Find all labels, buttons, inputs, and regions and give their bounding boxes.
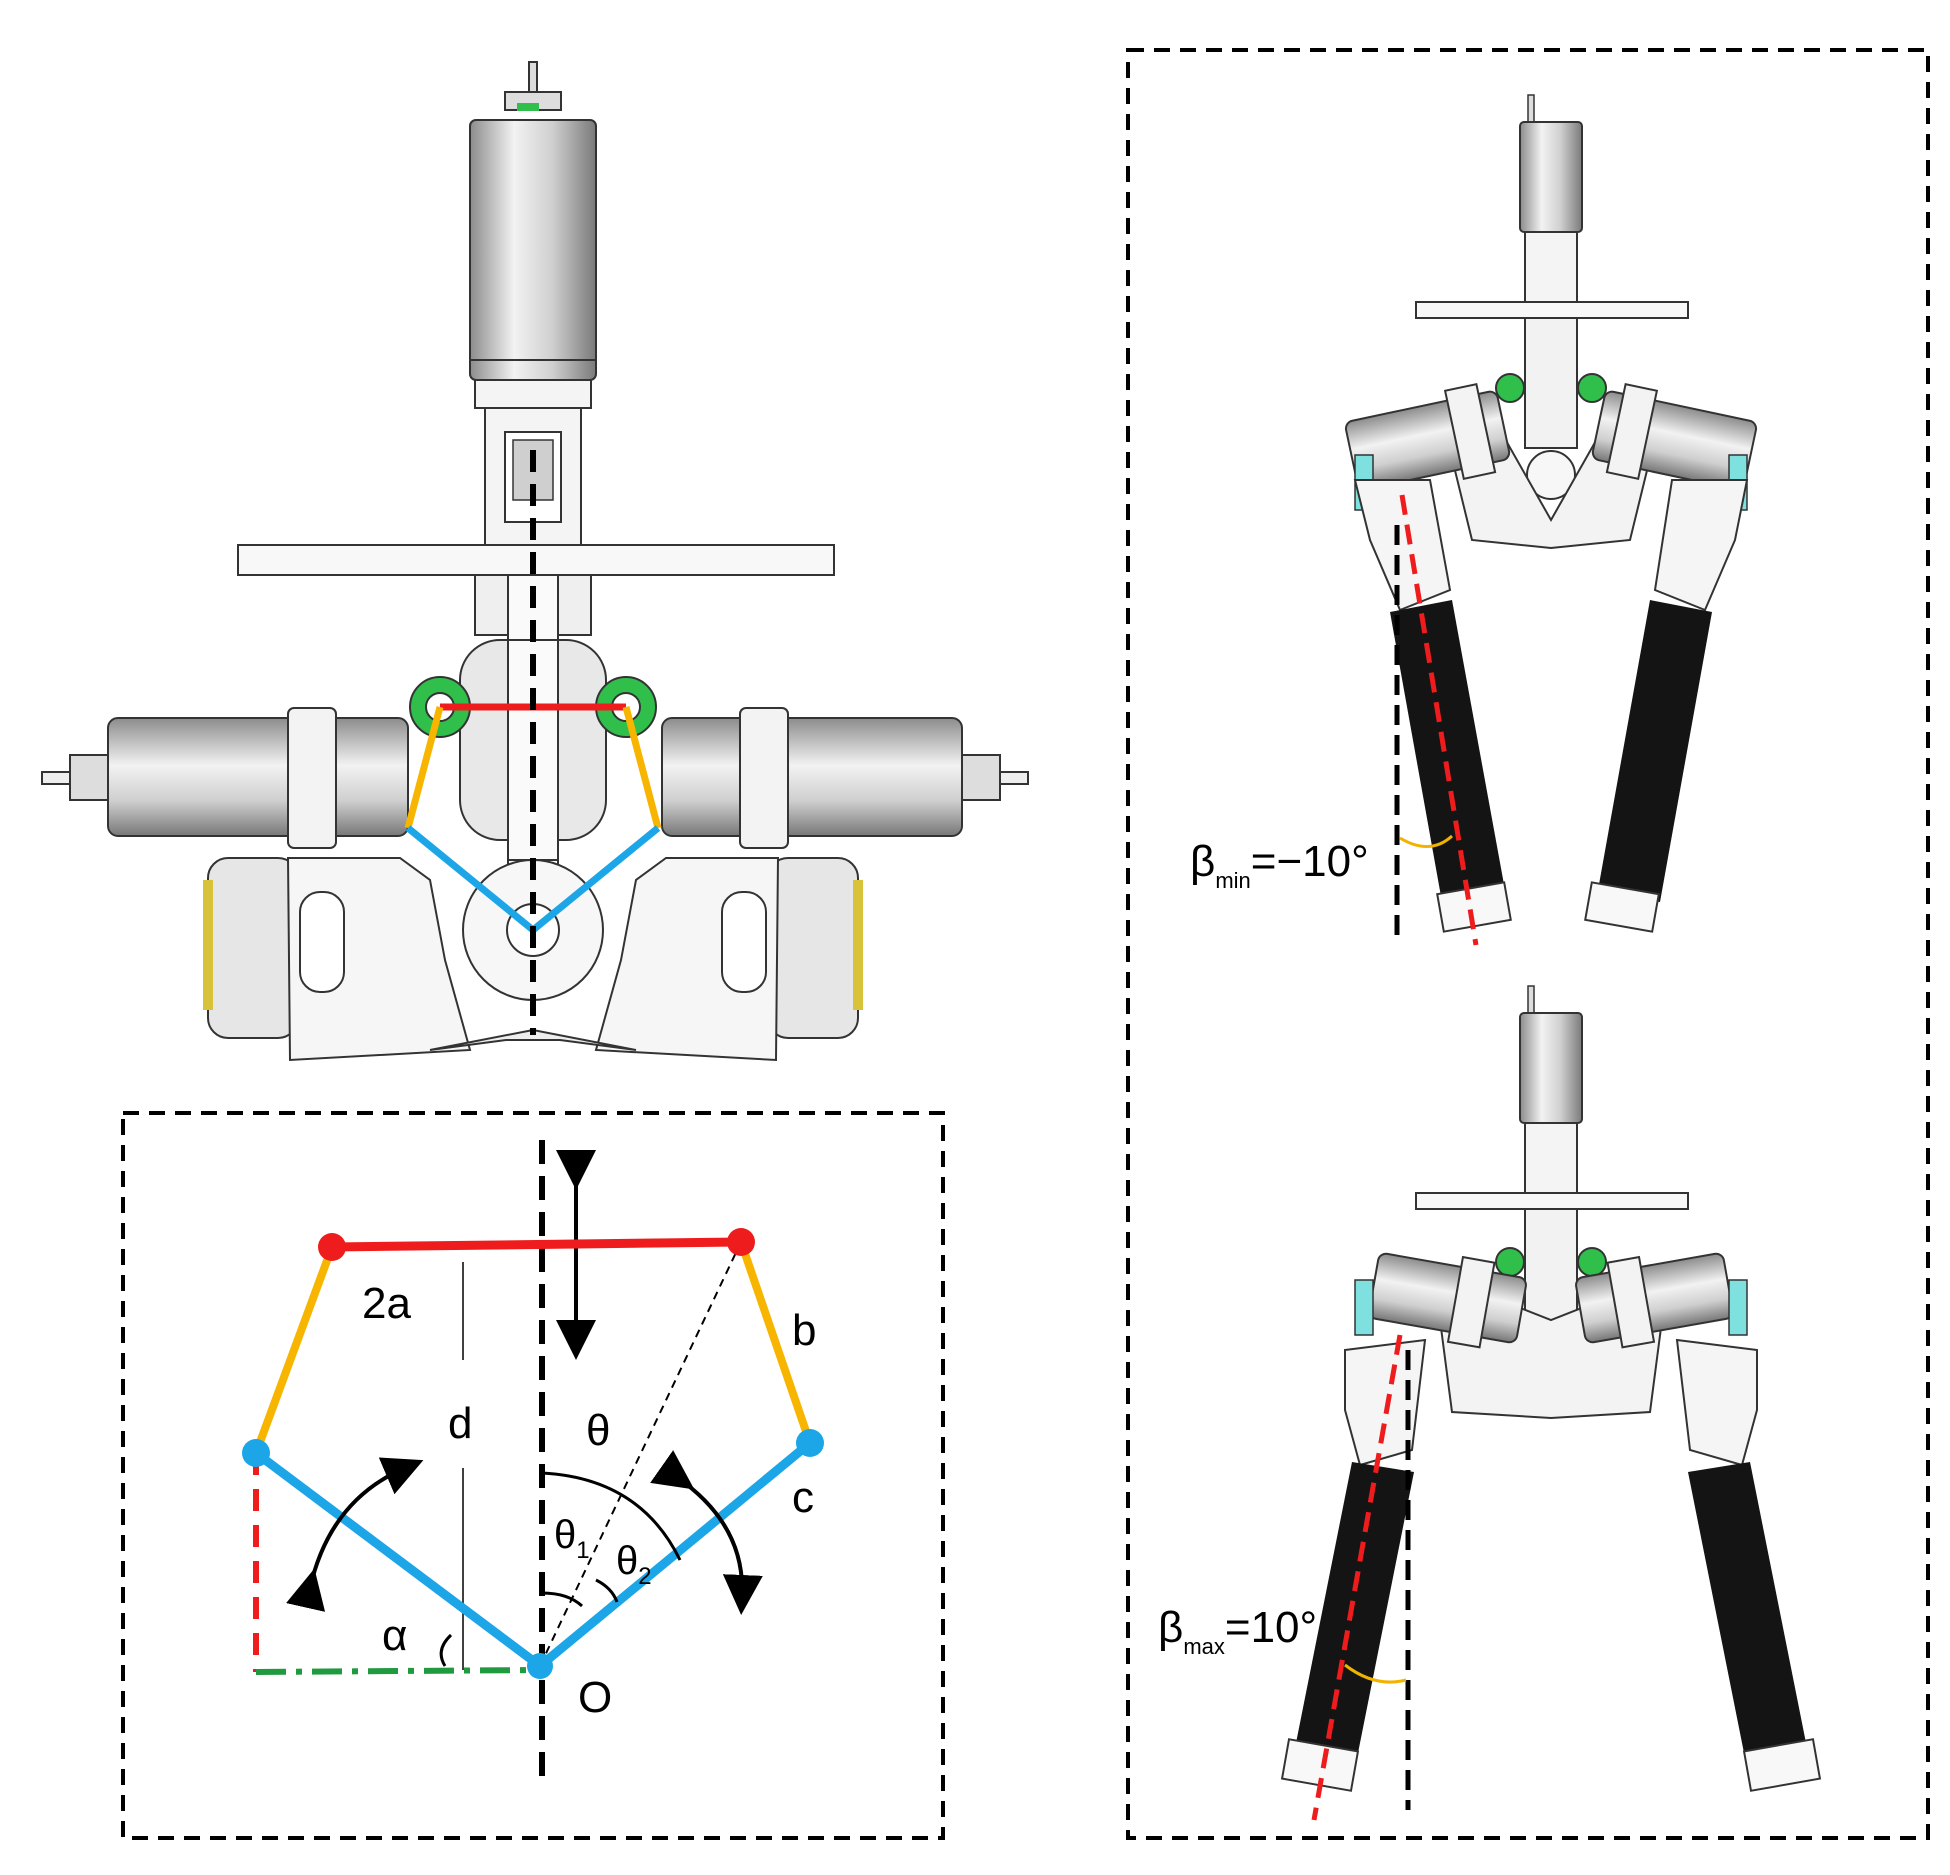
theta2-arc bbox=[595, 1578, 619, 1603]
label-beta-min: βmin=−10° bbox=[1190, 837, 1369, 893]
left-hip-motor bbox=[41, 707, 409, 849]
right-knee-housing bbox=[594, 857, 863, 1062]
label-d: d bbox=[448, 1399, 472, 1448]
link-b-right bbox=[737, 1240, 814, 1445]
right-hip-motor bbox=[661, 707, 1029, 849]
left-knee-housing bbox=[203, 857, 472, 1062]
top-motor bbox=[469, 61, 597, 549]
label-alpha: α bbox=[382, 1611, 407, 1660]
theta-reference-line bbox=[539, 1241, 742, 1667]
joint-red-left bbox=[318, 1233, 346, 1261]
joint-red-right bbox=[727, 1228, 755, 1256]
beta-min-leg-axis bbox=[1399, 494, 1479, 946]
alpha-arc bbox=[439, 1633, 453, 1667]
cad-linkage-overlay bbox=[404, 450, 662, 1035]
right-shin-max bbox=[1688, 1462, 1809, 1768]
label-c: c bbox=[792, 1473, 814, 1522]
label-theta: θ bbox=[586, 1406, 610, 1455]
theta1-arc bbox=[541, 1591, 584, 1608]
kinematic-schematic-panel: 2a b c d θ θ1 θ2 α O bbox=[121, 1111, 945, 1840]
beta-max-arc bbox=[1344, 1663, 1407, 1684]
schematic-frame bbox=[121, 1111, 945, 1840]
label-b: b bbox=[792, 1306, 816, 1355]
mechanism-cad-view bbox=[41, 61, 1029, 1062]
label-theta1: θ1 bbox=[554, 1513, 590, 1564]
joint-blue-right bbox=[796, 1429, 824, 1457]
leg-angle-panel: βmin=−10° bbox=[1126, 48, 1930, 1840]
ground-dash-dot bbox=[255, 1667, 541, 1675]
right-shin-min bbox=[1598, 600, 1712, 902]
label-beta-max: βmax=10° bbox=[1158, 1603, 1317, 1659]
left-shin-max bbox=[1293, 1462, 1414, 1768]
label-theta2: θ2 bbox=[616, 1539, 652, 1590]
link-2a-red bbox=[331, 1237, 742, 1252]
joint-blue-left bbox=[242, 1439, 270, 1467]
left-rotation-arrow bbox=[286, 1457, 424, 1612]
leg-panel-frame bbox=[1126, 48, 1930, 1840]
link-b-left bbox=[252, 1245, 336, 1455]
beta-max-leg-axis bbox=[1311, 1334, 1403, 1821]
label-origin: O bbox=[578, 1673, 612, 1722]
beta-min-arc bbox=[1399, 834, 1454, 848]
left-shin-min bbox=[1390, 600, 1505, 902]
robot-beta-max: βmax=10° bbox=[1158, 985, 1822, 1821]
joint-origin bbox=[527, 1653, 553, 1679]
label-2a: 2a bbox=[362, 1279, 411, 1328]
right-rotation-arrow bbox=[650, 1450, 763, 1615]
robot-beta-min: βmin=−10° bbox=[1190, 94, 1758, 946]
